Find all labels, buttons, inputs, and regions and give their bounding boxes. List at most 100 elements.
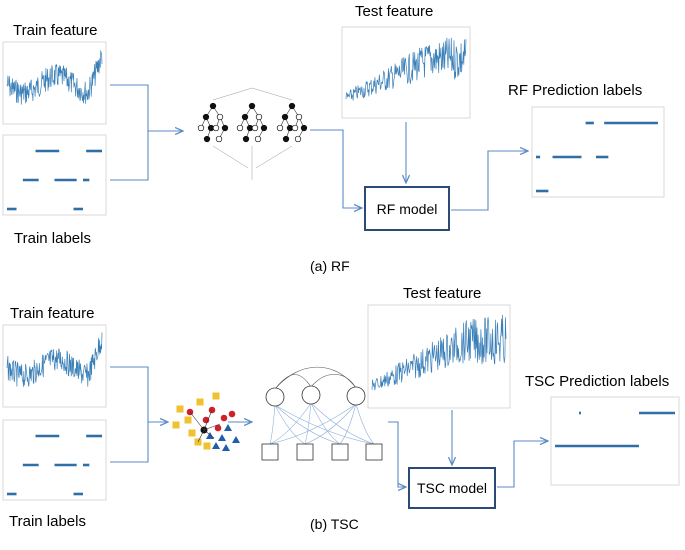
sparse-coding-cluster-illustration <box>172 392 240 451</box>
tree-node <box>221 124 229 132</box>
observation-node <box>296 443 314 461</box>
tree-node <box>251 124 259 132</box>
tsc-prediction-label: TSC Prediction labels <box>525 373 670 390</box>
graph-edge <box>310 402 341 445</box>
tsc-model-box: TSC model <box>408 467 496 509</box>
tree-node <box>254 135 262 143</box>
cluster-triangle-point <box>206 432 214 439</box>
graph-edge <box>269 404 276 445</box>
tsc-test-feature-plot <box>367 304 511 409</box>
cluster-square-point <box>172 421 180 429</box>
rf-model-to-prediction-arrow <box>451 151 528 211</box>
observation-node <box>261 443 279 461</box>
tree-node <box>294 135 302 143</box>
graph-edge <box>274 404 375 445</box>
tree-node <box>260 124 268 132</box>
tree-node <box>242 135 250 143</box>
graph-edge <box>339 403 357 445</box>
rf-train-feature-signal <box>6 50 103 105</box>
tree-node <box>203 135 211 143</box>
tree-node <box>209 102 217 110</box>
rf-caption: (a) RF <box>310 258 350 274</box>
tree-node <box>288 102 296 110</box>
hidden-state-node <box>301 385 321 405</box>
cluster-square-point <box>184 416 192 424</box>
graph-arc <box>274 366 357 390</box>
forest-voting-lines <box>212 87 293 169</box>
cluster-link <box>203 409 213 431</box>
random-forest-illustration <box>197 87 308 180</box>
tsc-test-feature-signal <box>371 314 507 391</box>
tsc-train-arrows <box>110 366 168 463</box>
cluster-square-point <box>196 398 204 406</box>
observation-node <box>365 443 383 461</box>
tree-node <box>197 124 205 132</box>
cluster-triangle-point <box>222 444 230 451</box>
graph-edge <box>304 402 312 445</box>
tsc-test-feature-label: Test feature <box>403 285 482 302</box>
rf-prediction-plot <box>531 106 665 198</box>
tsc-caption: (b) TSC <box>310 516 359 532</box>
cluster-circle-point <box>228 410 236 418</box>
tree-node <box>236 124 244 132</box>
tree-node <box>248 102 256 110</box>
graph-edge <box>269 403 357 445</box>
rf-train-feature-label: Train feature <box>13 22 98 39</box>
tsc-train-labels-plot <box>2 419 107 501</box>
tree-node <box>202 113 210 121</box>
tree-node <box>300 124 308 132</box>
rf-model-box: RF model <box>364 186 450 231</box>
cluster-triangle-point <box>218 434 226 441</box>
cluster-square-point <box>176 405 184 413</box>
graph-edge <box>274 404 306 445</box>
graph-arc <box>310 374 357 389</box>
graph-edge <box>274 404 341 445</box>
tsc-graph-to-model-arrow <box>388 421 406 487</box>
cluster-link <box>203 423 221 431</box>
tree-node <box>291 124 299 132</box>
rf-test-feature-plot <box>341 26 471 119</box>
graph-edge <box>269 402 312 445</box>
graph-edge <box>304 403 357 445</box>
rf-train-labels-label: Train labels <box>14 230 91 247</box>
tree-node <box>282 135 290 143</box>
tsc-train-feature-label: Train feature <box>10 305 95 322</box>
cluster-circle-point <box>214 424 222 432</box>
rf-train-labels-plot <box>2 134 107 216</box>
tree-node <box>276 124 284 132</box>
cluster-circle-point <box>220 414 228 422</box>
tree-node <box>241 113 249 121</box>
cluster-link <box>197 429 205 443</box>
tsc-train-feature-plot <box>2 324 107 408</box>
graph-arc <box>274 374 312 390</box>
tree-node <box>216 113 224 121</box>
tree-node <box>255 113 263 121</box>
tsc-model-to-prediction-arrow <box>497 441 548 488</box>
rf-train-feature-plot <box>2 41 107 125</box>
hidden-state-node <box>265 387 285 407</box>
rf-prediction-label: RF Prediction labels <box>508 82 643 99</box>
hidden-state-node <box>346 386 366 406</box>
cluster-triangle-point <box>232 436 240 443</box>
rf-train-arrows <box>110 84 183 181</box>
cluster-link <box>203 429 215 439</box>
tree-node <box>281 113 289 121</box>
graphical-model-illustration <box>261 366 383 461</box>
cluster-square-point <box>203 442 211 450</box>
cluster-triangle-point <box>212 442 220 449</box>
rf-test-feature-signal <box>345 37 467 101</box>
observation-node <box>331 443 349 461</box>
tsc-train-labels-label: Train labels <box>9 513 86 530</box>
tsc-prediction-plot <box>550 396 680 486</box>
tree-node <box>295 113 303 121</box>
rf-test-feature-label: Test feature <box>355 3 434 20</box>
tree-node <box>212 124 220 132</box>
cluster-link <box>189 411 205 431</box>
cluster-square-point <box>188 429 196 437</box>
tsc-train-feature-signal <box>6 332 103 387</box>
cluster-triangle-point <box>224 424 232 431</box>
tree-node <box>215 135 223 143</box>
graph-edge <box>310 402 375 445</box>
rf-forest-to-model-arrow <box>310 129 362 208</box>
